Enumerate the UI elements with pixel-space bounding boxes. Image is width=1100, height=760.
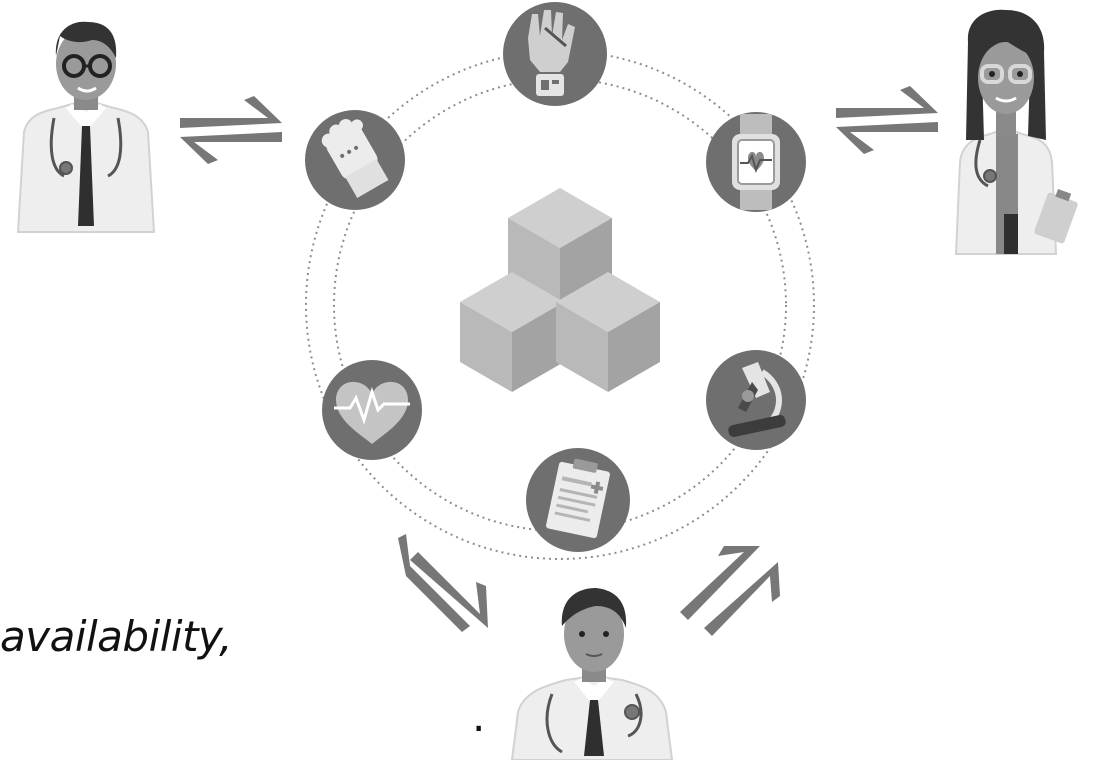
exchange-arrow-top-left	[180, 96, 282, 164]
blockchain-cubes-icon	[460, 188, 660, 392]
exchange-arrow-bottom-right	[680, 546, 780, 636]
glove-icon	[305, 110, 405, 210]
caption-text-fragment: availability,	[0, 612, 233, 661]
microscope-icon	[706, 350, 806, 450]
exchange-arrow-bottom-left	[398, 534, 488, 632]
outer-ring	[305, 50, 815, 560]
smartwatch-icon	[706, 112, 806, 212]
doctor-right-avatar	[954, 9, 1078, 255]
hand-sensor-icon	[503, 2, 607, 106]
doctor-left-avatar	[16, 21, 156, 233]
clipboard-icon	[526, 448, 630, 552]
caption-trailing-dot: .	[472, 692, 486, 741]
exchange-arrow-top-right	[836, 86, 938, 154]
doctor-bottom-avatar	[510, 588, 674, 760]
heart-rate-icon	[322, 360, 422, 460]
